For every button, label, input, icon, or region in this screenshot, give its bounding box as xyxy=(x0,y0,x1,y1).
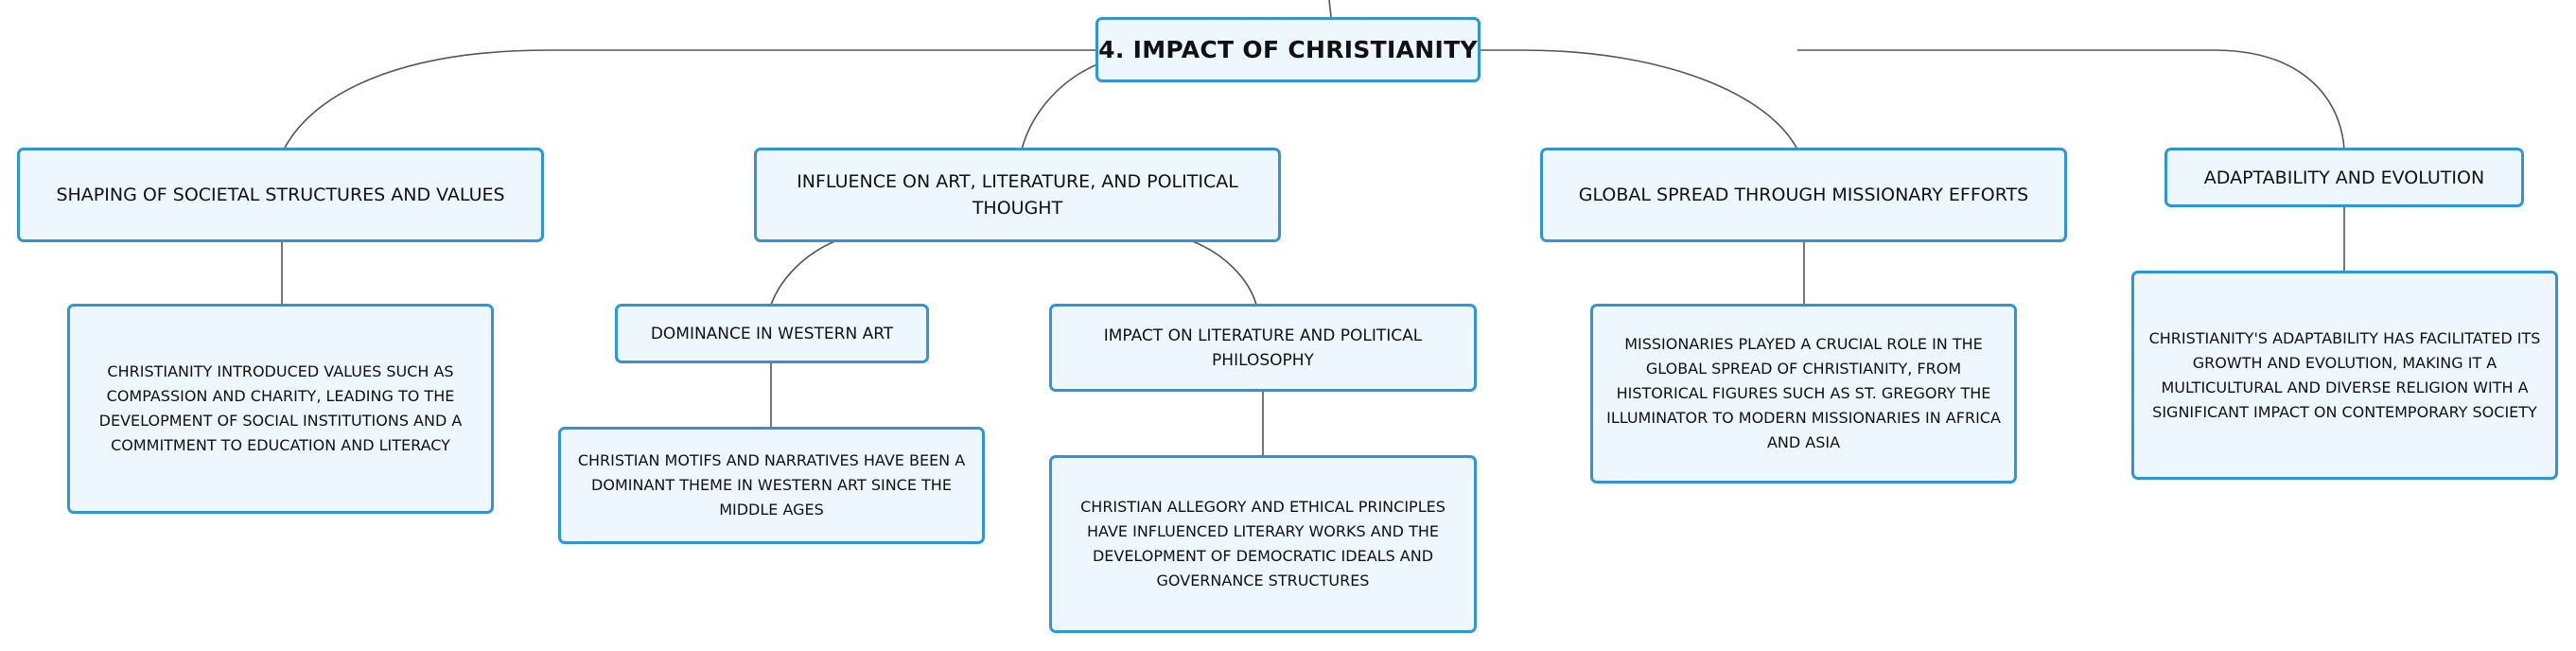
connector-root-parent xyxy=(1328,0,1332,18)
connector-branch-2-child-1 xyxy=(770,239,838,306)
child-node-western-art[interactable]: DOMINANCE IN WESTERN ART xyxy=(615,304,929,363)
connector-root-branch-2 xyxy=(1021,63,1098,150)
connector-branch-2-child-2 xyxy=(1189,239,1257,306)
root-node[interactable]: 4. IMPACT OF CHRISTIANITY xyxy=(1095,17,1481,82)
detail-node-missionary-efforts[interactable]: MISSIONARIES PLAYED A CRUCIAL ROLE IN TH… xyxy=(1590,304,2017,484)
branch-node-missionary-efforts[interactable]: GLOBAL SPREAD THROUGH MISSIONARY EFFORTS xyxy=(1540,148,2067,242)
branch-node-adaptability[interactable]: ADAPTABILITY AND EVOLUTION xyxy=(2164,148,2524,207)
detail-node-western-art[interactable]: CHRISTIAN MOTIFS AND NARRATIVES HAVE BEE… xyxy=(558,427,985,544)
connector-root-branch-4 xyxy=(1797,49,2345,150)
detail-text: MISSIONARIES PLAYED A CRUCIAL ROLE IN TH… xyxy=(1606,335,2001,451)
detail-text: CHRISTIAN MOTIFS AND NARRATIVES HAVE BEE… xyxy=(577,451,966,519)
detail-text: CHRISTIANITY'S ADAPTABILITY HAS FACILITA… xyxy=(2148,328,2541,421)
connector-root-branch-1 xyxy=(283,49,1097,150)
branch-node-art-literature[interactable]: INFLUENCE ON ART, LITERATURE, AND POLITI… xyxy=(754,148,1281,242)
child-label: DOMINANCE IN WESTERN ART xyxy=(650,324,894,343)
branch-label: ADAPTABILITY AND EVOLUTION xyxy=(2203,167,2485,188)
branch-node-societal-structures[interactable]: SHAPING OF SOCIETAL STRUCTURES AND VALUE… xyxy=(17,148,544,242)
branch-label: SHAPING OF SOCIETAL STRUCTURES AND VALUE… xyxy=(56,185,505,205)
branch-label: GLOBAL SPREAD THROUGH MISSIONARY EFFORTS xyxy=(1578,185,2029,205)
detail-text: CHRISTIANITY INTRODUCED VALUES SUCH AS C… xyxy=(98,362,463,454)
detail-text: CHRISTIAN ALLEGORY AND ETHICAL PRINCIPLE… xyxy=(1080,498,1446,589)
root-label: 4. IMPACT OF CHRISTIANITY xyxy=(1098,36,1478,63)
connector-root-branch-3 xyxy=(1479,49,1798,150)
detail-node-adaptability[interactable]: CHRISTIANITY'S ADAPTABILITY HAS FACILITA… xyxy=(2131,271,2558,480)
branch-label: INFLUENCE ON ART, LITERATURE, AND POLITI… xyxy=(797,171,1238,219)
detail-node-literature-philosophy[interactable]: CHRISTIAN ALLEGORY AND ETHICAL PRINCIPLE… xyxy=(1049,455,1477,633)
child-node-literature-philosophy[interactable]: IMPACT ON LITERATURE AND POLITICAL PHILO… xyxy=(1049,304,1477,392)
child-label: IMPACT ON LITERATURE AND POLITICAL PHILO… xyxy=(1103,326,1423,370)
detail-node-societal-structures[interactable]: CHRISTIANITY INTRODUCED VALUES SUCH AS C… xyxy=(67,304,494,514)
